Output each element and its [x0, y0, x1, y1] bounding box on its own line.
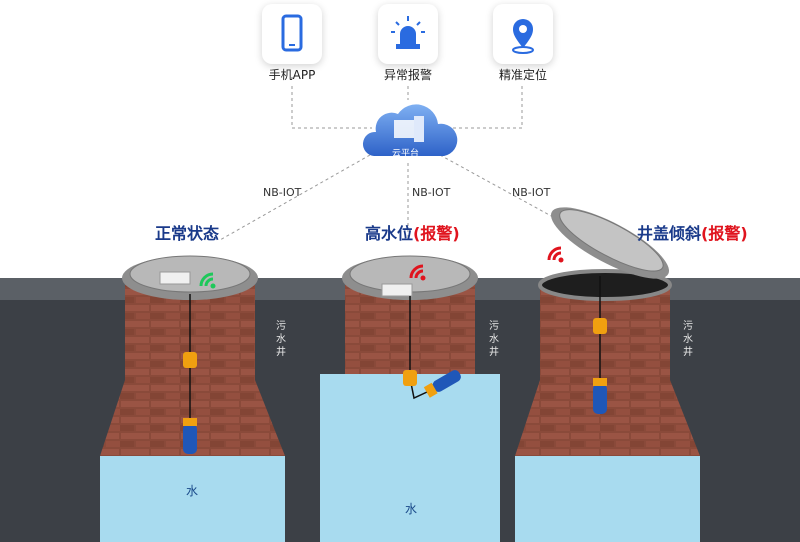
wifi-signal-ok-icon: [199, 272, 216, 289]
water-well-2: [320, 374, 500, 542]
sewer-well-label: 污水井: [683, 321, 693, 358]
top-icon-label: 精准定位: [498, 68, 547, 82]
phone-app-box: [262, 4, 322, 64]
cloud-label: 云平台: [392, 149, 420, 159]
well-title-alert: (报警): [413, 224, 460, 243]
water-label: 水: [405, 502, 418, 516]
network-label: NB-IOT: [512, 186, 551, 199]
wifi-signal-alarm-icon: [409, 264, 426, 281]
location-icon: [512, 19, 534, 54]
well-title: 井盖倾斜: [637, 224, 702, 243]
well-title-alert: (报警): [701, 224, 748, 243]
water-well-3: [515, 456, 700, 542]
manhole-cover-1: [122, 255, 258, 300]
top-icon-label: 手机APP: [268, 68, 316, 82]
wifi-signal-alarm-icon: [547, 246, 564, 263]
phone-icon: [281, 14, 303, 52]
sewer-well-label: 污水井: [489, 321, 499, 358]
well-title: 高水位: [365, 224, 414, 243]
network-label: NB-IOT: [412, 186, 451, 199]
manhole-cover-3-tilted: [550, 207, 670, 279]
sewer-well-label: 污水井: [276, 321, 286, 358]
well-title: 正常状态: [155, 224, 220, 243]
cloud-platform-icon: [362, 104, 458, 156]
well-title-cover-tilt: 井盖倾斜(报警): [637, 220, 748, 244]
top-icon-label: 异常报警: [383, 68, 432, 82]
water-label: 水: [186, 484, 199, 498]
alarm-box: [378, 4, 438, 64]
network-label: NB-IOT: [263, 186, 302, 199]
well-title-normal: 正常状态: [155, 220, 219, 244]
alarm-icon: [391, 16, 425, 49]
water-well-1: [100, 456, 285, 542]
well-title-high-water: 高水位(报警): [365, 220, 460, 244]
location-box: [493, 4, 553, 64]
